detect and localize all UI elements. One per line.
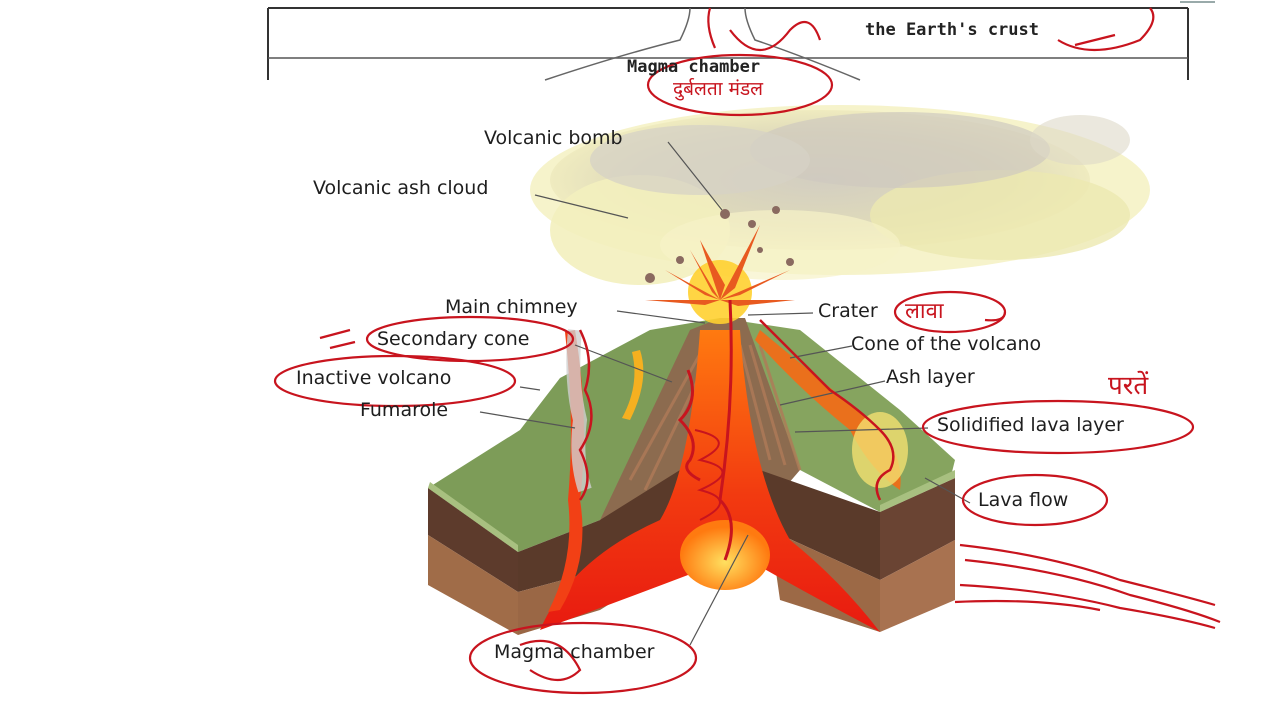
handwritten-annotation-magma: दुर्बलता मंडल bbox=[673, 78, 764, 100]
label-volcanic-bomb: Volcanic bomb bbox=[484, 127, 623, 149]
label-fumarole: Fumarole bbox=[360, 399, 449, 421]
ash-cloud bbox=[530, 105, 1150, 285]
magma bbox=[540, 329, 908, 632]
label-ash-layer: Ash layer bbox=[886, 366, 975, 388]
label-crater: Crater bbox=[818, 300, 878, 322]
handwritten-annotations bbox=[273, 7, 1221, 695]
label-cone-of-the-volcano: Cone of the volcano bbox=[851, 333, 1042, 355]
top-panel bbox=[267, 1, 1215, 81]
label-solidified-lava-layer: Solidified lava layer bbox=[937, 414, 1124, 436]
label-volcanic-ash-cloud: Volcanic ash cloud bbox=[313, 177, 489, 199]
label-main-chimney: Main chimney bbox=[445, 296, 578, 318]
label-secondary-cone: Secondary cone bbox=[377, 328, 530, 350]
crust-label: the Earth's crust bbox=[865, 20, 1039, 40]
label-inactive-volcano: Inactive volcano bbox=[296, 367, 452, 389]
handwritten-lava: लावा bbox=[905, 299, 944, 324]
label-lava-flow: Lava flow bbox=[978, 489, 1069, 511]
handwritten-layers: परतें bbox=[1108, 371, 1149, 401]
label-magma-chamber: Magma chamber bbox=[494, 641, 655, 663]
top-magma-label: Magma chamber bbox=[627, 57, 761, 77]
eruption bbox=[645, 206, 795, 324]
